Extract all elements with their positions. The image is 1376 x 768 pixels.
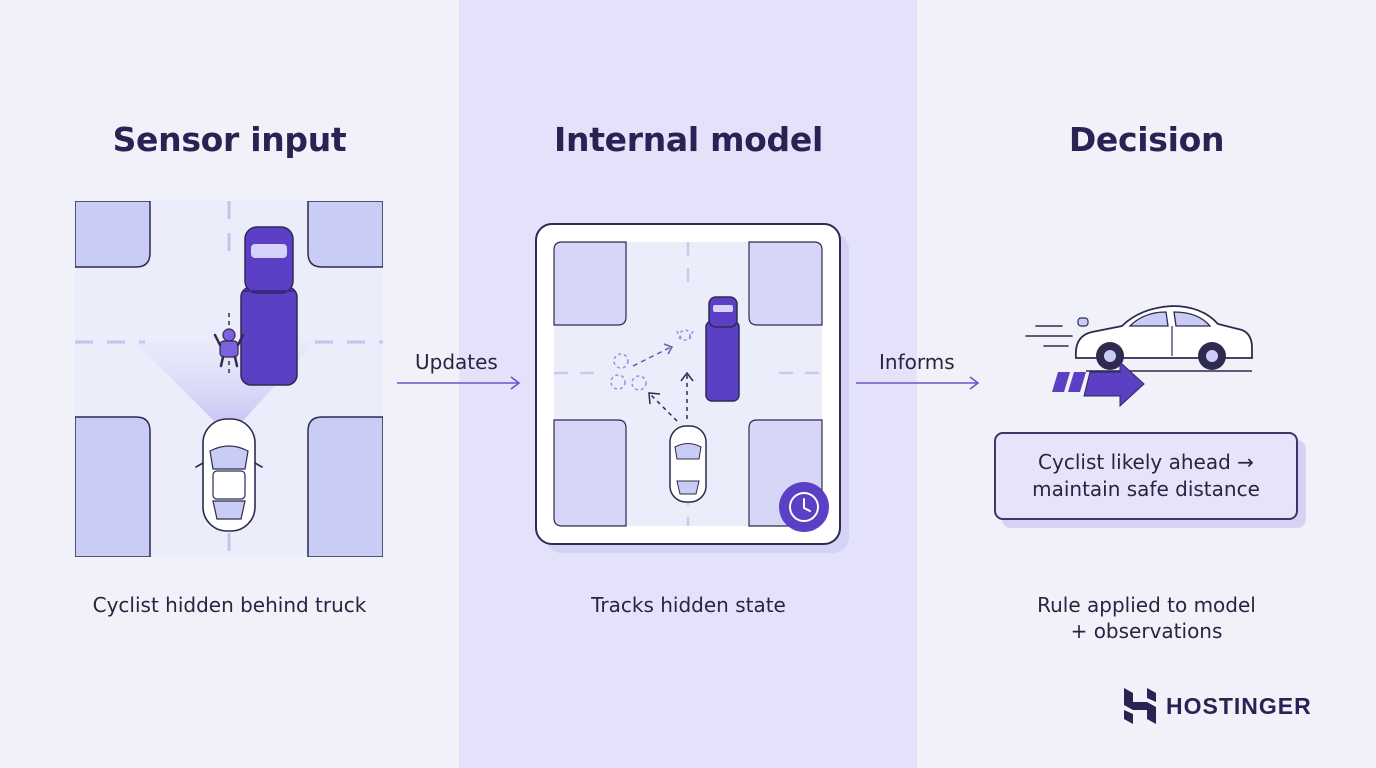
updates-arrow (397, 375, 523, 391)
internal-model-map (535, 223, 851, 555)
decision-caption: Rule applied to model + observations (917, 592, 1376, 644)
hostinger-logo-text: HOSTINGER (1166, 692, 1312, 719)
informs-arrow (856, 375, 982, 391)
updates-arrow-label: Updates (415, 350, 498, 374)
sensor-intersection-illustration (75, 201, 383, 557)
ego-car-icon (669, 425, 707, 503)
cyclist-icon (213, 313, 245, 377)
decision-line-2: maintain safe distance (1032, 477, 1260, 501)
decision-rule-box: Cyclist likely ahead → maintain safe dis… (994, 432, 1298, 520)
decision-caption-line-2: + observations (1070, 619, 1223, 643)
decision-caption-line-1: Rule applied to model (1037, 593, 1256, 617)
internal-model-caption: Tracks hidden state (591, 593, 786, 617)
decision-column (917, 0, 1376, 768)
car-side-icon (1074, 305, 1253, 372)
forward-arrow-icon (1052, 360, 1145, 408)
truck-icon (705, 296, 740, 402)
decision-line-1: Cyclist likely ahead → (1038, 450, 1254, 474)
sensor-input-heading: Sensor input (112, 120, 347, 159)
sensor-input-caption: Cyclist hidden behind truck (92, 593, 367, 617)
truck-icon (240, 226, 298, 386)
decision-heading: Decision (1068, 120, 1225, 159)
ghost-cyclist-trail (610, 329, 694, 391)
ego-car-icon (195, 418, 263, 532)
informs-arrow-label: Informs (879, 350, 955, 374)
hostinger-h-logo-icon (1124, 688, 1156, 724)
internal-model-heading: Internal model (554, 120, 823, 159)
clock-icon (779, 482, 829, 532)
decision-car-illustration (1022, 300, 1258, 410)
hostinger-logo: HOSTINGER (1124, 688, 1312, 724)
